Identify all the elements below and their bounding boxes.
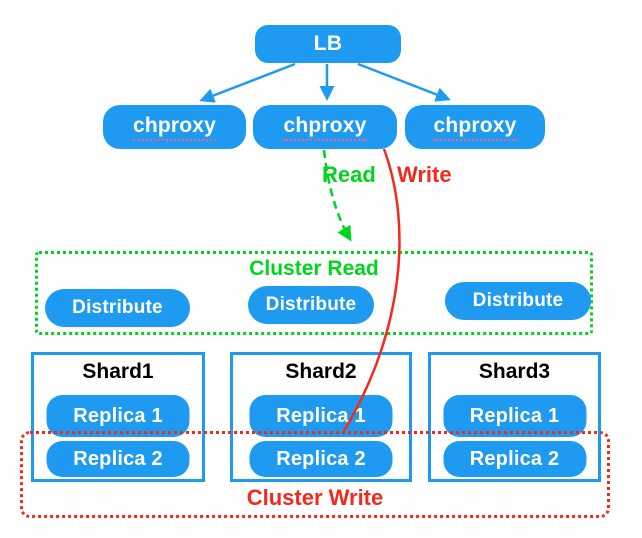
chproxy-node-2: chproxy: [253, 105, 397, 149]
shard3-replica2-node: Replica 2: [443, 441, 586, 477]
distribute-label: Distribute: [265, 294, 357, 315]
shard3-replica1-node: Replica 1: [443, 395, 586, 437]
shard1-replica2-node: Replica 2: [46, 441, 190, 477]
lb-to-chproxy3-arrow: [357, 62, 451, 102]
lb-to-chproxy1-arrow: [199, 62, 296, 103]
distribute-label: Distribute: [472, 290, 564, 311]
shard1-group: Shard1 Replica 1 Replica 2: [31, 352, 205, 482]
shard1-title: Shard1: [82, 360, 154, 383]
shard2-title: Shard2: [285, 360, 357, 383]
distribute-label: Distribute: [72, 297, 163, 318]
chproxy-label: chproxy: [283, 114, 367, 141]
replica-label: Replica 2: [469, 447, 560, 470]
replica-label: Replica 1: [276, 404, 366, 427]
replica-label: Replica 2: [73, 447, 163, 470]
shard3-title: Shard3: [478, 360, 551, 383]
load-balancer-node: LB: [255, 25, 401, 63]
replica-label: Replica 1: [73, 404, 163, 427]
chproxy-label: chproxy: [433, 114, 517, 141]
chproxy-node-1: chproxy: [103, 105, 246, 149]
cluster-read-title: Cluster Read: [249, 257, 379, 280]
distribute-node-2: Distribute: [248, 286, 374, 324]
chproxy-node-3: chproxy: [405, 105, 545, 149]
load-balancer-label: LB: [313, 32, 343, 55]
read-edge-label: Read: [322, 162, 376, 187]
distribute-node-1: Distribute: [45, 289, 190, 327]
chproxy-label: chproxy: [132, 114, 217, 141]
cluster-write-title: Cluster Write: [246, 485, 384, 510]
shard1-replica1-node: Replica 1: [46, 395, 190, 437]
distribute-node-3: Distribute: [445, 282, 591, 320]
shard3-group: Shard3 Replica 1 Replica 2: [428, 352, 601, 482]
cluster-write-group: Cluster Write: [20, 431, 610, 518]
replica-label: Replica 2: [276, 447, 366, 470]
write-edge-label: Write: [397, 162, 452, 187]
shard2-replica2-node: Replica 2: [249, 441, 393, 477]
replica-label: Replica 1: [469, 404, 560, 427]
